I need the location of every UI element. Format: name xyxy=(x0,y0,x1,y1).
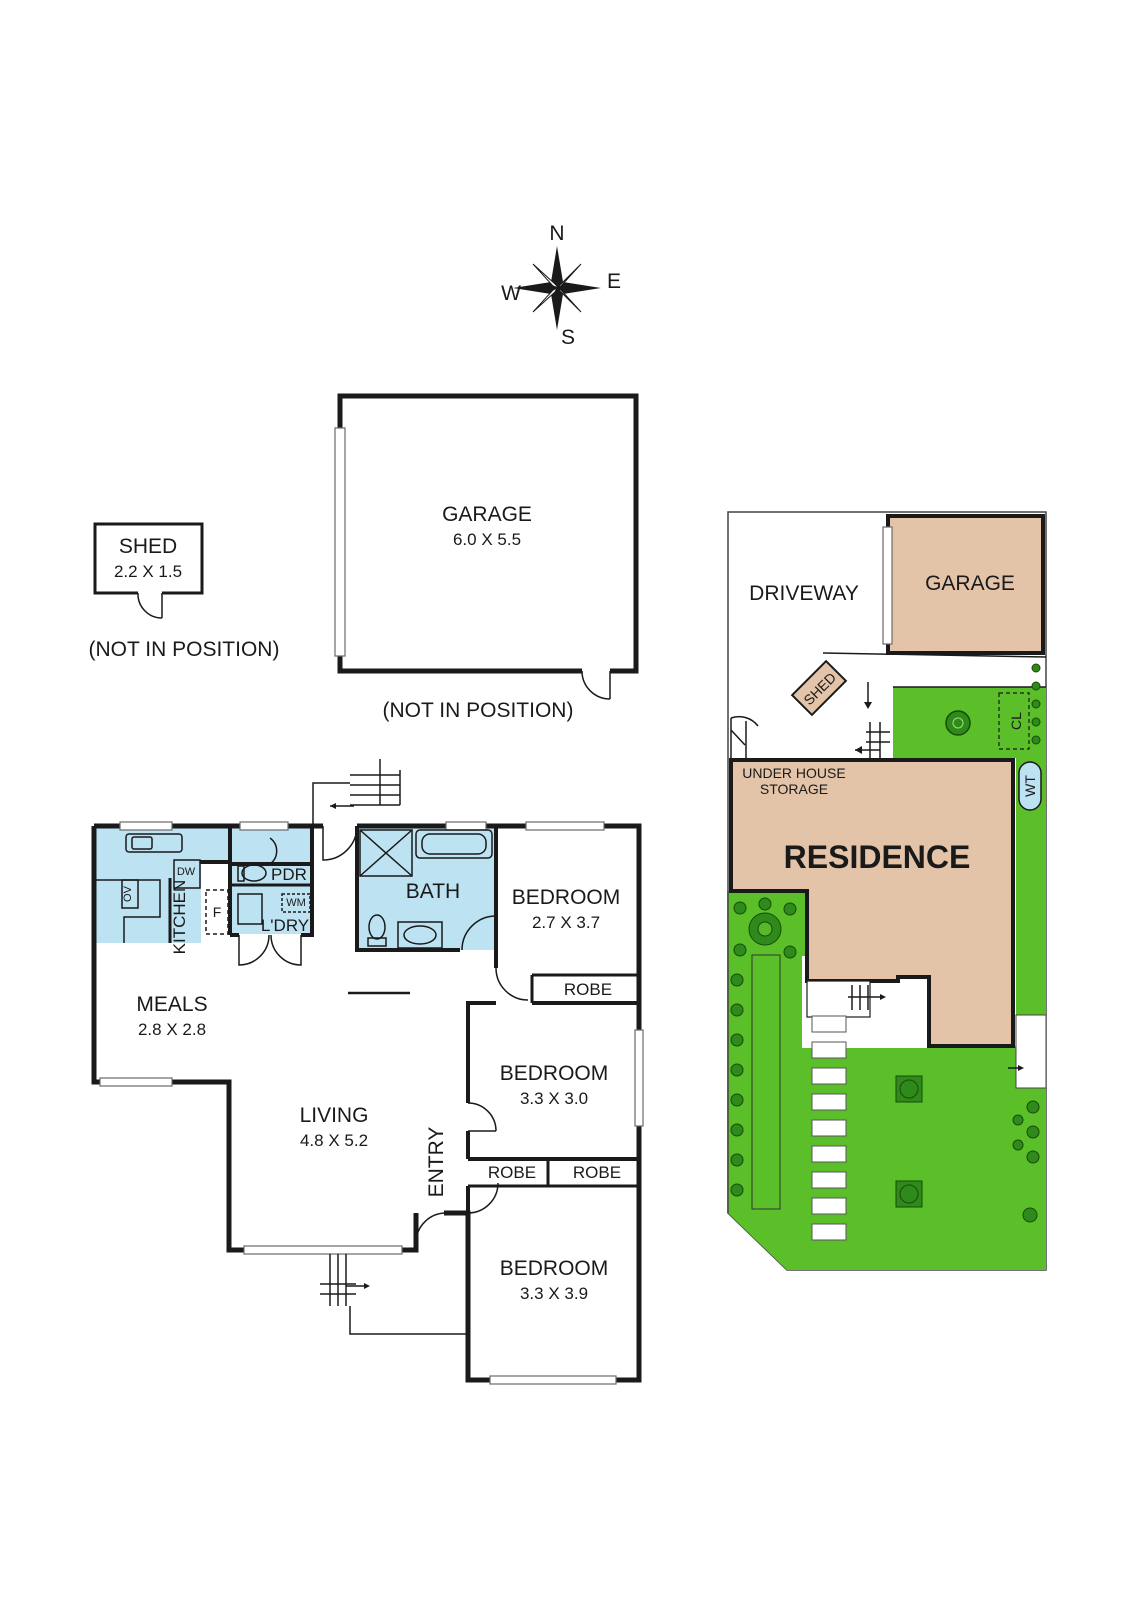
bedroom3-label: BEDROOM xyxy=(500,1257,609,1280)
pdr-label: PDR xyxy=(271,865,307,884)
water-tank-label: WT xyxy=(1022,775,1038,797)
driveway-label: DRIVEWAY xyxy=(749,582,859,605)
meals-dims: 2.8 X 2.8 xyxy=(138,1020,206,1039)
bedroom3-dims: 3.3 X 3.9 xyxy=(520,1284,588,1303)
compass-rose: N E S W xyxy=(501,222,621,349)
compass-west-label: W xyxy=(501,282,521,305)
garage-label: GARAGE xyxy=(442,503,532,526)
detached-shed: SHED 2.2 X 1.5 (NOT IN POSITION) xyxy=(89,522,280,661)
fridge-label: F xyxy=(213,904,222,920)
oven-label: OV xyxy=(122,885,134,902)
site-plan: GARAGE DRIVEWAY SHED CL WT xyxy=(727,511,1047,1271)
storage-label-line2: STORAGE xyxy=(760,781,828,797)
residence-label: RESIDENCE xyxy=(784,839,971,875)
living-dims: 4.8 X 5.2 xyxy=(300,1131,368,1150)
shed-not-in-position: (NOT IN POSITION) xyxy=(89,638,280,661)
stepping-stones xyxy=(811,1015,847,1241)
bedroom1-dims: 2.7 X 3.7 xyxy=(532,913,600,932)
kitchen-label: KITCHEN xyxy=(170,880,189,955)
garage-dims: 6.0 X 5.5 xyxy=(453,530,521,549)
robe2-label: ROBE xyxy=(488,1163,536,1182)
dishwasher-label: DW xyxy=(177,866,196,878)
front-stairs xyxy=(320,1254,468,1335)
garden-side xyxy=(1016,758,1046,1015)
site-garage xyxy=(886,514,1045,655)
site-residence xyxy=(729,758,1015,1048)
bedroom2-label: BEDROOM xyxy=(500,1062,609,1085)
compass-east-label: E xyxy=(607,270,621,293)
compass-north-label: N xyxy=(549,222,564,245)
storage-label-line1: UNDER HOUSE xyxy=(742,765,845,781)
meals-label: MEALS xyxy=(136,993,207,1016)
tree xyxy=(945,710,971,736)
bedroom2-dims: 3.3 X 3.0 xyxy=(520,1089,588,1108)
compass-south-label: S xyxy=(561,326,575,349)
robe3-label: ROBE xyxy=(573,1163,621,1182)
detached-garage: GARAGE 6.0 X 5.5 (NOT IN POSITION) xyxy=(334,393,639,722)
living-label: LIVING xyxy=(300,1104,369,1127)
bath-label: BATH xyxy=(406,880,460,903)
shed-dims: 2.2 X 1.5 xyxy=(114,562,182,581)
clothesline-label: CL xyxy=(1008,712,1024,730)
laundry-label: L'DRY xyxy=(261,916,309,935)
site-garage-label: GARAGE xyxy=(925,572,1015,595)
kitchen-wet-area xyxy=(94,826,228,943)
entry-label: ENTRY xyxy=(425,1127,448,1198)
shed-label: SHED xyxy=(119,535,177,558)
main-floor-plan: OV DW F KITCHEN PDR WM L'DRY xyxy=(91,759,644,1385)
washing-machine-label: WM xyxy=(286,897,306,909)
garage-not-in-position: (NOT IN POSITION) xyxy=(383,699,574,722)
robe1-label: ROBE xyxy=(564,980,612,999)
rear-stairs xyxy=(330,759,401,809)
bedroom1-label: BEDROOM xyxy=(512,886,621,909)
garden-front xyxy=(728,891,1046,1270)
front-garden-trees xyxy=(730,663,1041,1223)
